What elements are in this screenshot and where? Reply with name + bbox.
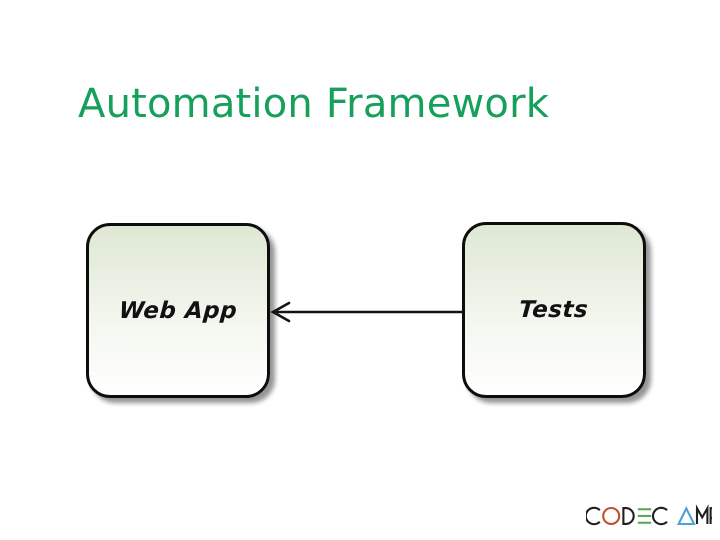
logo-letter-e [637,508,652,524]
diagram-node-web-app-label: Web App [117,297,239,324]
logo-letter-o [602,506,621,526]
diagram-node-web-app[interactable]: Web App [86,223,270,398]
diagram-node-tests[interactable]: Tests [462,222,646,398]
page-title: Automation Framework [78,81,550,127]
logo-letter-c-1 [586,506,601,526]
logo-letter-a-triangle [676,506,696,526]
logo-letter-d [622,507,635,525]
logo-letter-m [695,504,709,524]
logo-letter-c-2 [652,506,668,526]
codecamp-logo [586,503,712,533]
logo-letter-p [709,507,712,524]
diagram-node-tests-label: Tests [518,297,590,323]
arrowhead-left-icon [270,301,291,323]
